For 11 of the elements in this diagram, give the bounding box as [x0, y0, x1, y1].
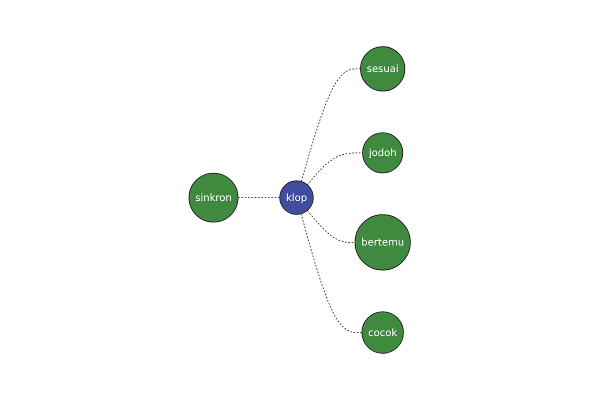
node-circle: sesuai [360, 46, 406, 92]
connector [301, 68, 362, 182]
node-circle: jodoh [362, 132, 404, 174]
connector [307, 152, 364, 186]
node-circle: bertemu [354, 214, 412, 270]
connector [238, 197, 280, 198]
node-circle: klop [280, 180, 314, 215]
connector [300, 213, 363, 333]
node-circle: sinkron [188, 172, 239, 223]
connector [307, 210, 356, 243]
node-circle: cocok [362, 311, 404, 354]
